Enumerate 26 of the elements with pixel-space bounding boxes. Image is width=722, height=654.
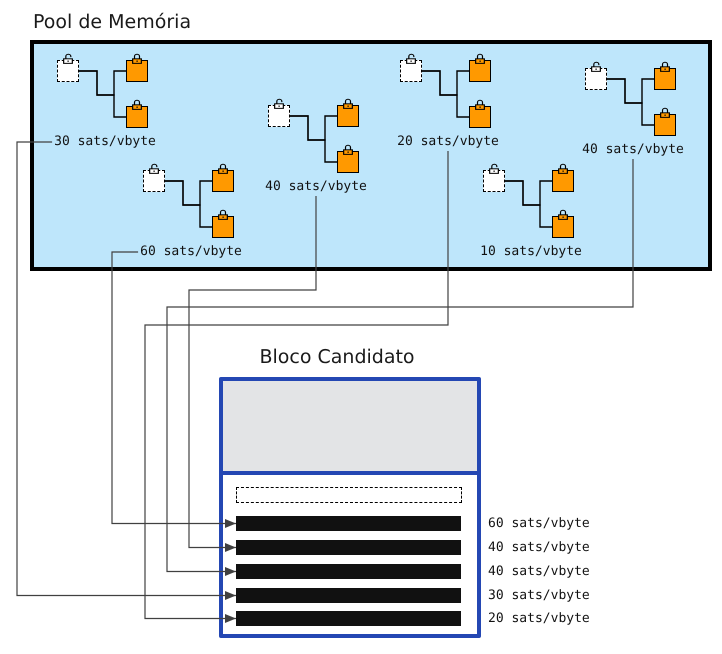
elbow-arrow (166, 159, 634, 576)
elbow-line (165, 180, 212, 228)
elbow-line (79, 70, 126, 118)
fee-rate-label: 20 sats/vbyte (397, 134, 499, 150)
elbow-arrow (144, 151, 449, 623)
fee-rate-label: 40 sats/vbyte (582, 142, 684, 158)
fee-rate-label: 40 sats/vbyte (488, 540, 590, 556)
elbow-line (290, 115, 337, 163)
block-header (223, 381, 477, 475)
panel-title: Bloco Candidato (259, 345, 415, 369)
fee-rate-label: 40 sats/vbyte (265, 179, 367, 195)
fee-rate-label: 30 sats/vbyte (488, 588, 590, 604)
dashed-slot (236, 487, 462, 503)
fee-rate-label: 40 sats/vbyte (488, 564, 590, 580)
fee-rate-label: 60 sats/vbyte (140, 244, 242, 260)
elbow-arrow (188, 196, 317, 552)
elbow-arrow (16, 141, 236, 600)
elbow-line (505, 180, 552, 228)
elbow-line (422, 70, 469, 118)
elbow-arrow (111, 251, 236, 528)
fee-rate-label: 30 sats/vbyte (54, 134, 156, 150)
panel-title: Pool de Memória (33, 10, 192, 34)
fee-rate-label: 20 sats/vbyte (488, 610, 590, 626)
elbow-line (607, 78, 654, 126)
fee-rate-label: 10 sats/vbyte (480, 244, 582, 260)
fee-rate-label: 60 sats/vbyte (488, 516, 590, 532)
